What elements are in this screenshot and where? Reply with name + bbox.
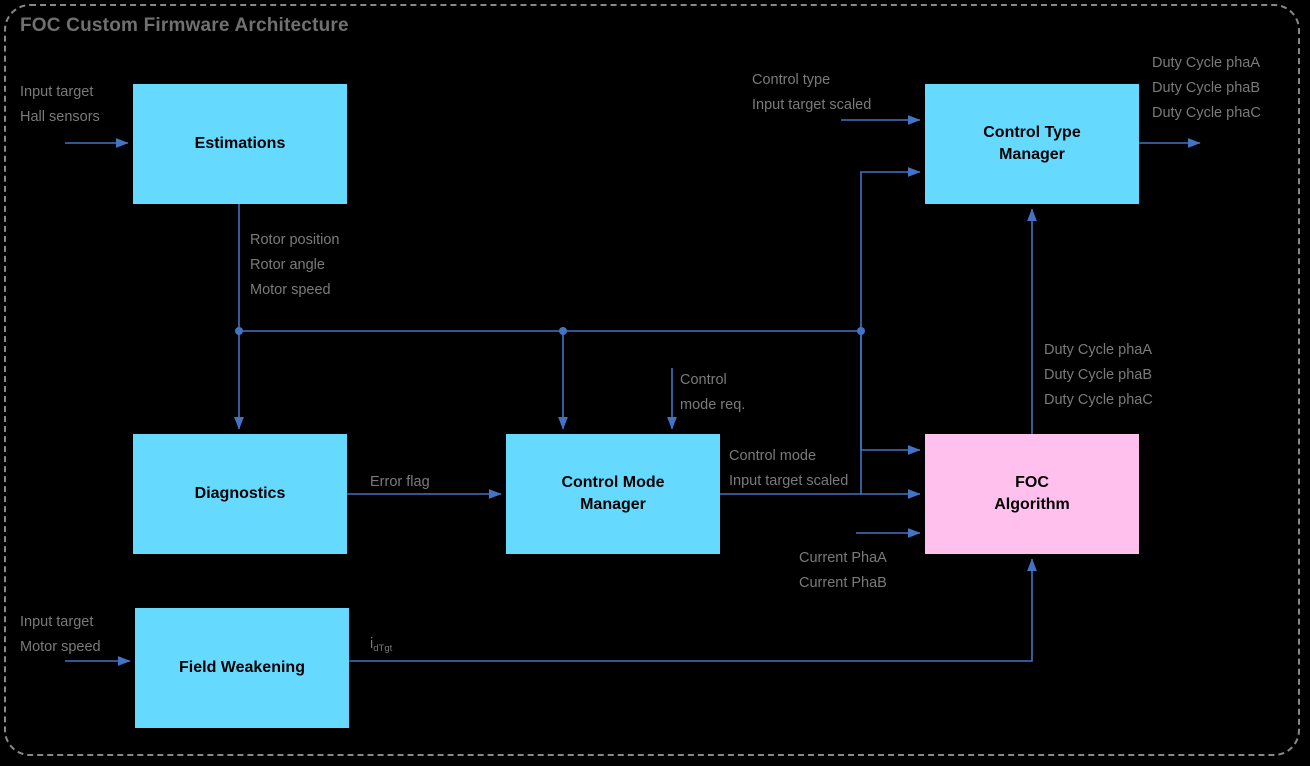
label-field-weakening-output: idTgt <box>370 632 392 657</box>
block-control-mode-manager[interactable]: Control Mode Manager <box>506 434 720 554</box>
label-estimations-output: Rotor position Rotor angle Motor speed <box>250 232 340 298</box>
wire-fieldweakening-to-foc <box>349 558 1037 662</box>
label-control-mode-output: Control mode Input target scaled <box>729 448 849 489</box>
block-control-type-manager[interactable]: Control Type Manager <box>925 84 1139 204</box>
label-foc-duty-cycle-feedback: Duty Cycle phaA Duty Cycle phaB Duty Cyc… <box>1044 342 1153 408</box>
block-label: Control Mode Manager <box>561 474 665 513</box>
label-error-flag: Error flag <box>370 474 430 490</box>
label-current-phases: Current PhaA Current PhaB <box>799 550 887 591</box>
block-label: Diagnostics <box>194 485 286 503</box>
block-field-weakening[interactable]: Field Weakening <box>135 608 349 728</box>
wire-controlmode-to-ctm <box>860 167 921 494</box>
block-foc-algorithm[interactable]: FOC Algorithm <box>925 434 1139 554</box>
label-control-type-output: Duty Cycle phaA Duty Cycle phaB Duty Cyc… <box>1152 55 1261 121</box>
wire-controlmode-branch-to-foc <box>860 331 921 455</box>
junction-dots <box>235 327 865 335</box>
label-estimations-input: Input target Hall sensors <box>20 84 100 125</box>
block-label: Field Weakening <box>179 659 305 677</box>
label-field-weakening-input: Input target Motor speed <box>20 614 101 655</box>
junction-dot <box>559 327 567 335</box>
block-label: FOC Algorithm <box>994 474 1070 513</box>
label-idtgt-subscript: dTgt <box>373 643 393 654</box>
label-control-type-input: Control type Input target scaled <box>752 72 872 113</box>
block-label: Control Type Manager <box>983 124 1081 163</box>
block-label: Estimations <box>194 135 286 153</box>
label-control-mode-req: Control mode req. <box>680 372 746 413</box>
label-idtgt-base: i <box>370 636 374 652</box>
block-estimations[interactable]: Estimations <box>133 84 347 204</box>
block-diagnostics[interactable]: Diagnostics <box>133 434 347 554</box>
page-title: FOC Custom Firmware Architecture <box>20 15 349 36</box>
junction-dot <box>857 327 865 335</box>
junction-dot <box>235 327 243 335</box>
